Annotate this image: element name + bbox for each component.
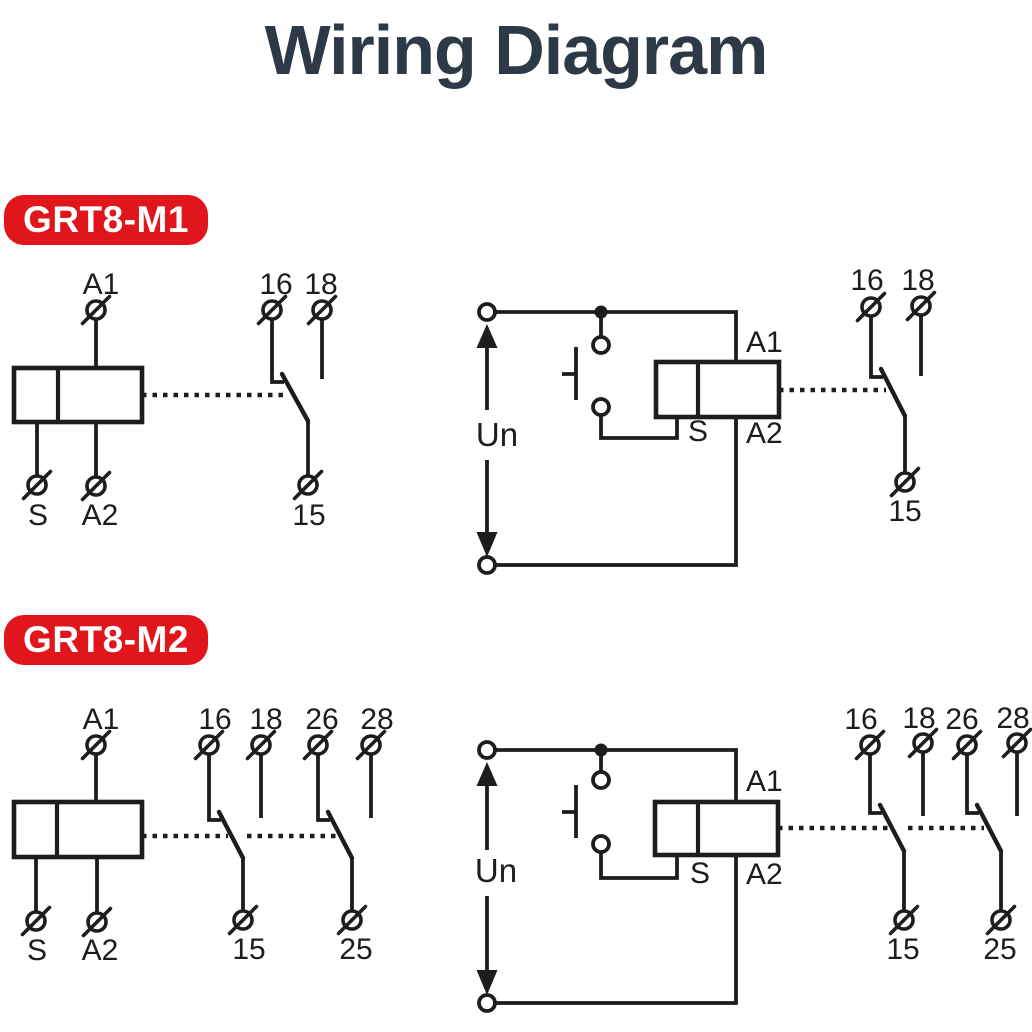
page-title: Wiring Diagram <box>264 11 769 89</box>
supply-node-top <box>477 302 497 322</box>
pushbutton-contact-top <box>591 335 611 355</box>
label-16: 16 <box>844 703 877 736</box>
label-a1: A1 <box>746 326 783 359</box>
junction-dot <box>594 743 608 757</box>
circuit-wires <box>485 310 923 567</box>
label-25: 25 <box>339 933 372 966</box>
label-a2: A2 <box>82 934 119 967</box>
label-s: S <box>27 934 47 967</box>
label-16: 16 <box>850 264 883 297</box>
label-18: 18 <box>249 703 282 736</box>
label-28: 28 <box>360 703 393 736</box>
label-26: 26 <box>305 703 338 736</box>
label-un: Un <box>476 416 518 453</box>
label-un: Un <box>475 852 517 889</box>
label-s: S <box>688 415 708 448</box>
pushbutton-contact-bottom <box>591 834 611 854</box>
relay-coil-box <box>11 799 145 860</box>
contact-blade <box>878 366 908 419</box>
terminal-25 <box>985 904 1017 936</box>
label-s: S <box>690 857 710 890</box>
supply-node-top <box>477 740 497 760</box>
contact-blade <box>877 802 1004 854</box>
label-18: 18 <box>902 702 935 735</box>
label-25: 25 <box>983 933 1016 966</box>
junction-dot <box>594 305 608 319</box>
terminal-16 <box>855 291 887 323</box>
diagram-grt8-m1-wired: Un A1 S A2 16 18 15 <box>476 264 937 575</box>
label-16: 16 <box>259 268 292 301</box>
diagram-grt8-m1-simple: A1 S A2 16 18 15 <box>11 268 338 532</box>
label-a1: A1 <box>83 703 120 736</box>
label-15: 15 <box>886 933 919 966</box>
terminal-15 <box>888 904 920 936</box>
circuit-wires <box>34 754 373 913</box>
label-18: 18 <box>304 268 337 301</box>
contact-blade <box>279 371 311 424</box>
terminal-a2 <box>80 470 112 502</box>
label-26: 26 <box>945 703 978 736</box>
relay-coil-box <box>652 799 781 858</box>
terminal-25 <box>336 904 368 936</box>
contact-blade <box>216 809 355 861</box>
arrow-down-icon <box>476 532 498 557</box>
label-15: 15 <box>888 495 921 528</box>
terminal-15 <box>227 904 259 936</box>
supply-node-bottom <box>477 555 497 575</box>
circuit-wires <box>485 748 1019 1005</box>
terminal-15 <box>292 469 324 501</box>
arrow-up-icon <box>476 762 498 786</box>
terminal-s <box>21 469 53 501</box>
supply-node-bottom <box>477 993 497 1013</box>
diagram-grt8-m2-simple: A1 S A2 16 18 26 28 15 25 <box>11 703 394 967</box>
relay-coil-box <box>653 359 782 420</box>
terminal-a2 <box>81 906 113 938</box>
circuit-wires <box>35 319 324 477</box>
label-28: 28 <box>996 702 1029 735</box>
label-15: 15 <box>232 933 265 966</box>
label-a2: A2 <box>82 499 119 532</box>
label-18: 18 <box>901 264 934 297</box>
label-a1: A1 <box>83 268 120 301</box>
arrow-up-icon <box>476 324 498 348</box>
pushbutton-contact-top <box>591 770 611 790</box>
pushbutton-contact-bottom <box>591 397 611 417</box>
label-a2: A2 <box>746 417 783 450</box>
label-15: 15 <box>292 499 325 532</box>
relay-coil-box <box>11 365 145 425</box>
diagram-grt8-m2-wired: Un A1 S A2 16 18 26 28 15 25 <box>475 702 1032 1013</box>
label-a1: A1 <box>746 765 783 798</box>
model-badge-grt8-m2: GRT8-M2 <box>4 615 208 665</box>
label-s: S <box>28 499 48 532</box>
label-a2: A2 <box>746 858 783 891</box>
label-16: 16 <box>198 703 231 736</box>
model-badge-grt8-m1: GRT8-M1 <box>4 195 208 245</box>
terminal-15 <box>889 466 921 498</box>
arrow-down-icon <box>476 970 498 995</box>
terminal-s <box>20 905 52 937</box>
